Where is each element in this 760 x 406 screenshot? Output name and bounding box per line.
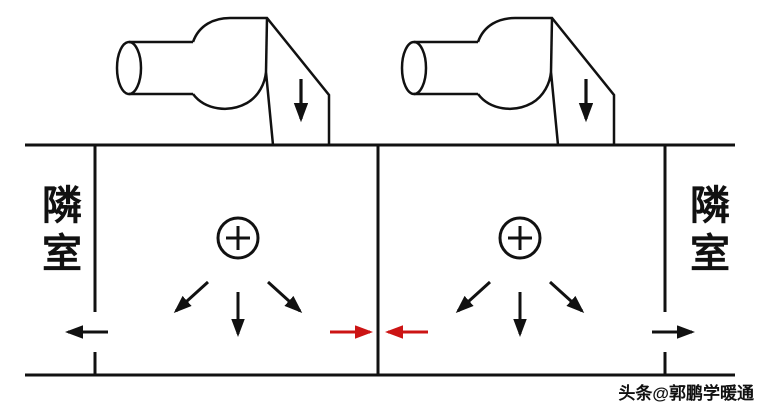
watermark-text: 头条@郭鹏学暖通 xyxy=(618,384,754,403)
adjacent-room-label-left: 隣室 xyxy=(36,184,80,280)
pressure-symbol-left xyxy=(216,216,260,260)
adjacent-room-label-right: 隣室 xyxy=(684,184,728,280)
airflow-arrows-right xyxy=(455,280,585,337)
pressure-symbol-right xyxy=(498,216,542,260)
supply-fan-right xyxy=(402,18,614,145)
airflow-arrows-left xyxy=(173,280,303,337)
supply-fan-left xyxy=(117,18,329,145)
